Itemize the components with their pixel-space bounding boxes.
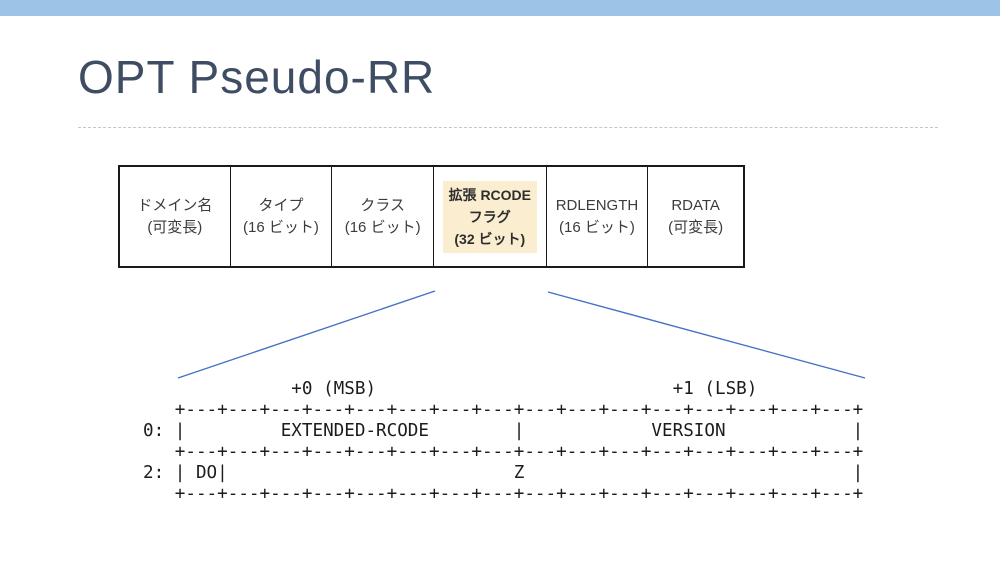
extended-rcode-highlight: 拡張 RCODE フラグ (32 ビット) (442, 180, 537, 253)
rr-field-cell: RDATA (可変長) (647, 167, 743, 266)
rr-field-cell: ドメイン名 (可変長) (120, 167, 230, 266)
rr-field-label-line: クラス (360, 196, 405, 214)
rr-field-label-line: RDLENGTH (555, 196, 639, 214)
rr-field-cell: RDLENGTH (16 ビット) (545, 167, 648, 266)
rr-field-label-line: (可変長) (668, 218, 724, 236)
rr-field-label-line: タイプ (258, 196, 304, 214)
rr-field-cell: クラス (16 ビット) (331, 167, 433, 266)
connector-line-left (177, 290, 436, 379)
opt-rr-table: ドメイン名 (可変長) タイプ (16 ビット) クラス (16 ビット) 拡張 RCODE… (118, 165, 745, 268)
rr-field-cell: タイプ (16 ビット) (229, 167, 332, 266)
rr-field-label-line: ドメイン名 (137, 196, 213, 214)
slide-accent-bar (0, 0, 1000, 16)
rr-field-label-line: (32 ビット) (454, 230, 526, 247)
rr-field-label-line: (16 ビット) (344, 218, 421, 236)
rr-field-label-line: (16 ビット) (559, 218, 635, 236)
rr-field-label-line: (可変長) (147, 218, 203, 236)
rr-field-label-line: 拡張 RCODE (448, 186, 532, 203)
rr-field-cell: 拡張 RCODE フラグ (32 ビット) (432, 167, 546, 266)
title-divider (78, 127, 938, 128)
rr-field-label-line: フラグ (468, 208, 511, 225)
slide-title: OPT Pseudo-RR (78, 51, 436, 103)
rr-field-label-line: RDATA (671, 196, 720, 214)
connector-line-right (547, 291, 866, 379)
edns-bit-diagram: +0 (MSB) +1 (LSB) +---+---+---+---+---+-… (143, 379, 864, 504)
rr-field-label-line: (16 ビット) (243, 218, 319, 236)
